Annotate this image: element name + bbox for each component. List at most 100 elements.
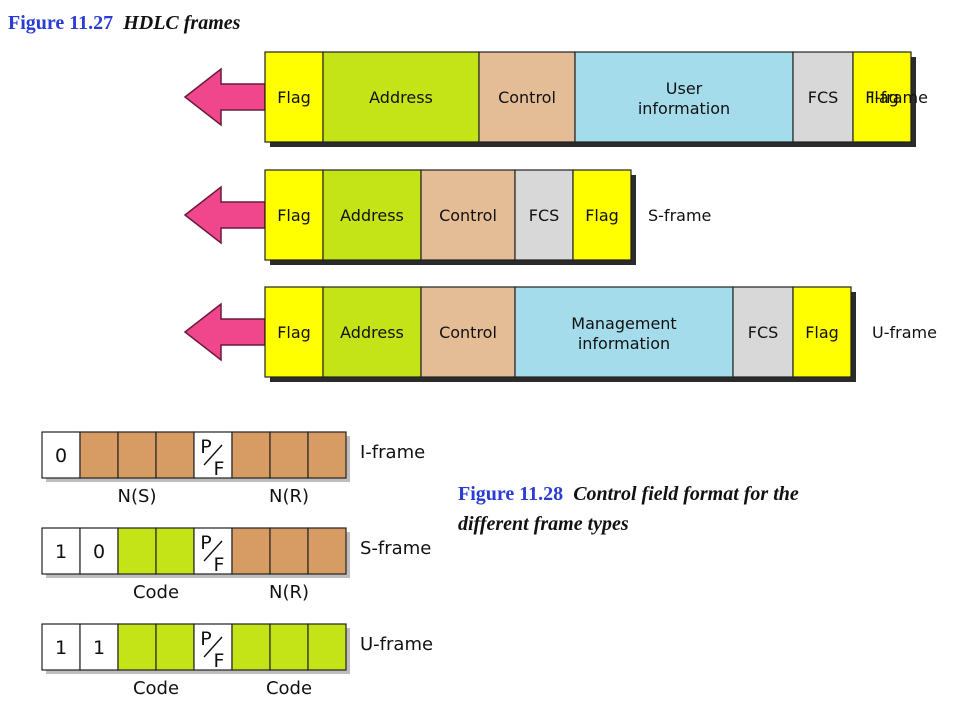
bit-group-label: Code [266,678,312,699]
field-label: Flag [277,323,311,342]
bit-cell [117,431,157,479]
bit-cell [79,623,119,671]
field-label: Flag [277,88,311,107]
field-address [322,286,422,378]
pf-bit-label: P [200,628,211,650]
bit-group-label: N(R) [269,486,309,507]
direction-arrow-icon [183,302,266,362]
field-label: FCS [529,206,560,225]
pf-slash [203,540,223,562]
bit-cell [155,431,195,479]
frame-type-label: I-frame [870,88,928,107]
field-info [574,51,794,143]
fig28-title-line1: Control field format for the [573,483,799,505]
field-label: Flag [585,206,619,225]
field-label: Flag [277,206,311,225]
field-info [514,286,734,378]
fig28-number: Figure 11.28 [458,483,563,505]
field-fcs [792,51,854,143]
pf-bit-label: P [200,436,211,458]
frame-type-label: S-frame [648,206,711,225]
bit-cell [269,623,309,671]
field-flag [572,169,632,261]
field-label: Address [340,206,404,225]
frame-type-label: U-frame [872,323,937,342]
field-flag [852,51,912,143]
bit-cell [155,527,195,575]
field-label: Management [571,314,676,333]
bit-cell [307,527,347,575]
bit-cell [231,431,271,479]
field-label: FCS [808,88,839,107]
field-flag [264,169,324,261]
bit-cell [117,623,157,671]
bit-cell [231,623,271,671]
fig28-caption-line1: Figure 11.28 Control field format for the [458,483,799,505]
pf-slash [203,444,223,466]
field-label: Control [439,323,497,342]
frame-s-frame: Flag Address Control FCS Flag S-frame [183,169,711,265]
field-fcs [514,169,574,261]
fig27-number: Figure 11.27 [8,12,113,34]
bit-cell [79,431,119,479]
field-label: Address [340,323,404,342]
control-format-label: S-frame [360,538,431,559]
bit-cell [269,431,309,479]
bit-group-label: N(R) [269,582,309,603]
field-control [478,51,576,143]
bit-cell [41,431,81,479]
pf-bit-label: F [214,650,225,672]
field-label: Control [498,88,556,107]
bit-cell [155,623,195,671]
bit-cell [307,623,347,671]
bit-value: 1 [93,637,105,659]
field-flag [264,286,324,378]
bit-group-label: N(S) [118,486,157,507]
control-format-label: U-frame [360,634,433,655]
field-label: Flag [805,323,839,342]
field-label-line2: information [578,334,670,353]
pf-slash [203,636,223,658]
control-format-label: I-frame [360,442,425,463]
bit-cell [117,527,157,575]
pf-bit-label: P [200,532,211,554]
field-label: Control [439,206,497,225]
field-flag [264,51,324,143]
field-address [322,169,422,261]
field-label-line2: information [638,99,730,118]
direction-arrow-icon [183,185,266,245]
field-label: Flag [865,88,899,107]
fig27-title: HDLC frames [122,12,240,34]
bit-value: 1 [55,637,67,659]
bit-group-label: Code [133,582,179,603]
bit-value: 1 [55,541,67,563]
bit-group-label: Code [133,678,179,699]
fig27-caption: Figure 11.27 HDLC frames [8,12,241,34]
field-label: Address [369,88,433,107]
bit-cell [307,431,347,479]
bit-cell [41,623,81,671]
bit-value: 0 [55,445,67,467]
field-fcs [732,286,794,378]
bit-value: 0 [93,541,105,563]
pf-bit-label: F [214,458,225,480]
direction-arrow-icon [183,67,266,127]
bit-cell [41,527,81,575]
bit-cell [79,527,119,575]
field-label: User [666,79,703,98]
field-address [322,51,480,143]
bit-cell [231,527,271,575]
field-label: FCS [748,323,779,342]
pf-bit-label: F [214,554,225,576]
fig28-title-line2: different frame types [458,513,629,535]
bit-cell [269,527,309,575]
field-control [420,286,516,378]
